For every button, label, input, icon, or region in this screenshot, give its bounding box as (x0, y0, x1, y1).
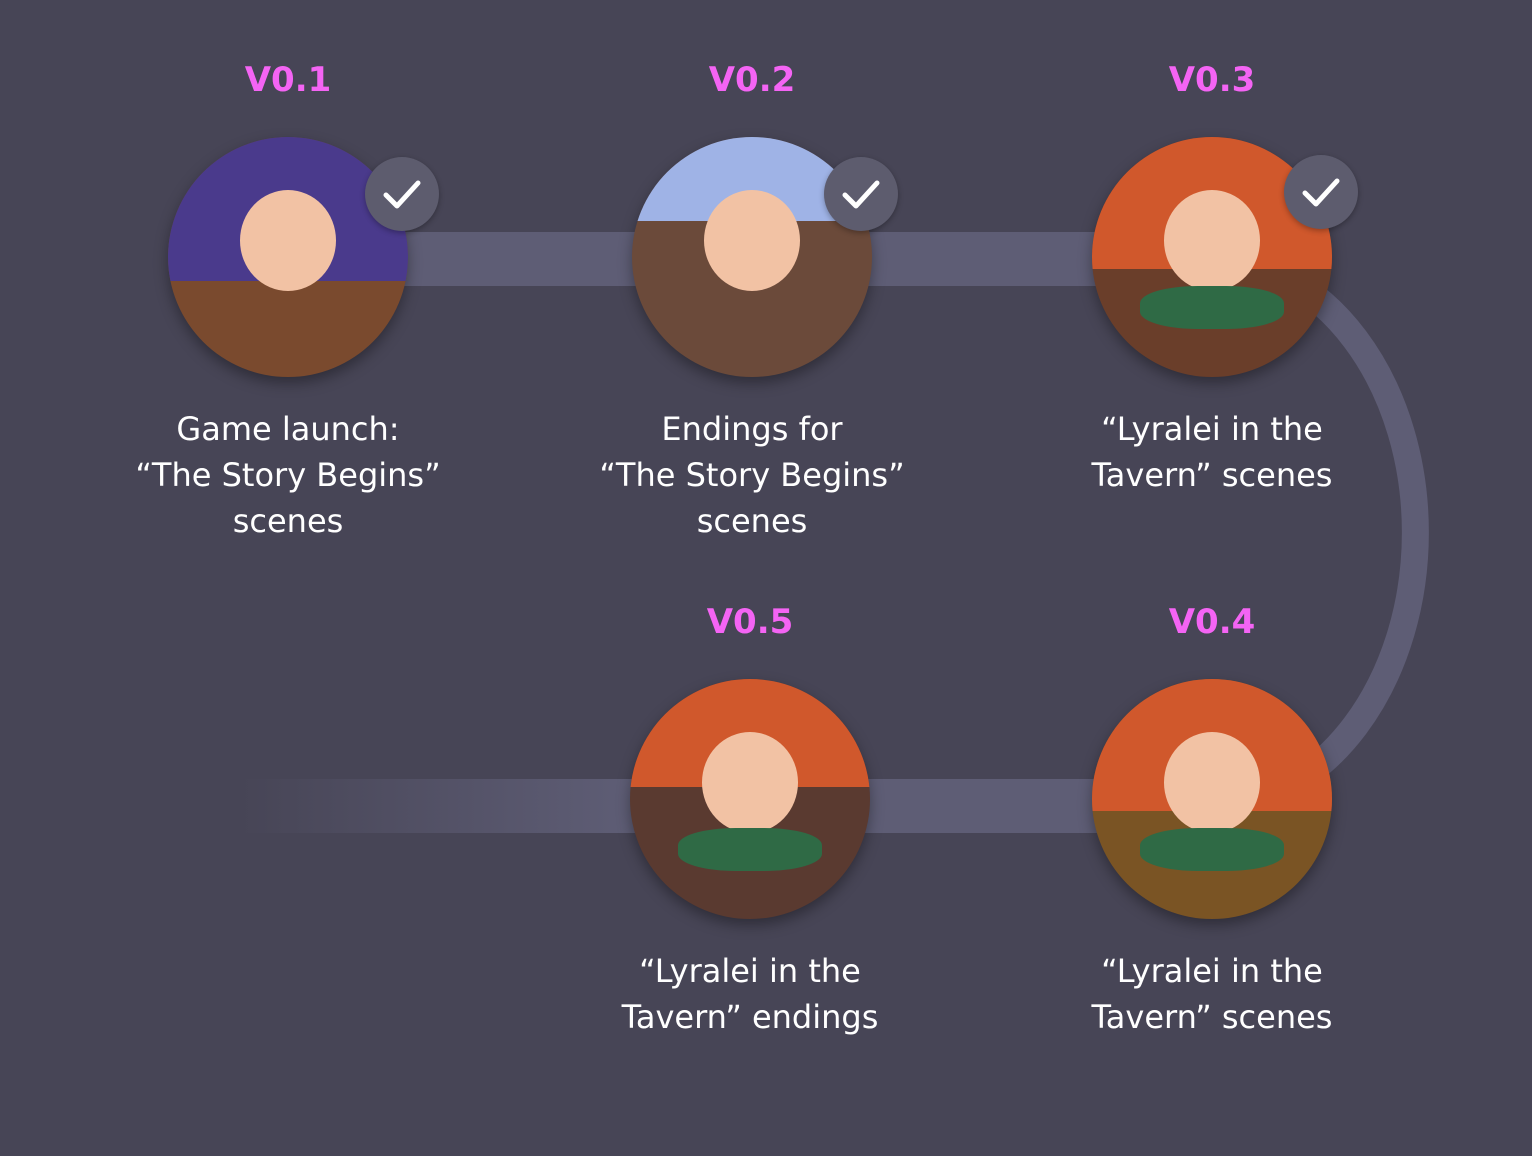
character-portrait (630, 679, 870, 919)
milestone-description: “Lyralei in the Tavern” scenes (1091, 410, 1333, 494)
completed-badge (1284, 155, 1358, 229)
version-label: V0.5 (706, 602, 794, 642)
character-portrait (168, 137, 408, 377)
check-icon (842, 180, 880, 209)
milestone-description: “Lyralei in the Tavern” scenes (1091, 952, 1333, 1036)
version-label: V0.2 (708, 60, 796, 100)
milestone-description: Endings for “The Story Begins” scenes (599, 410, 905, 540)
completed-badge (365, 157, 439, 231)
completed-badge (824, 157, 898, 231)
milestone-description: Game launch: “The Story Begins” scenes (135, 410, 441, 540)
check-icon (1302, 178, 1340, 207)
version-label: V0.1 (244, 60, 332, 100)
version-label: V0.3 (1168, 60, 1256, 100)
version-label: V0.4 (1168, 602, 1256, 642)
milestone-description: “Lyralei in the Tavern” endings (621, 952, 879, 1036)
check-icon (383, 180, 421, 209)
character-portrait (1092, 679, 1332, 919)
